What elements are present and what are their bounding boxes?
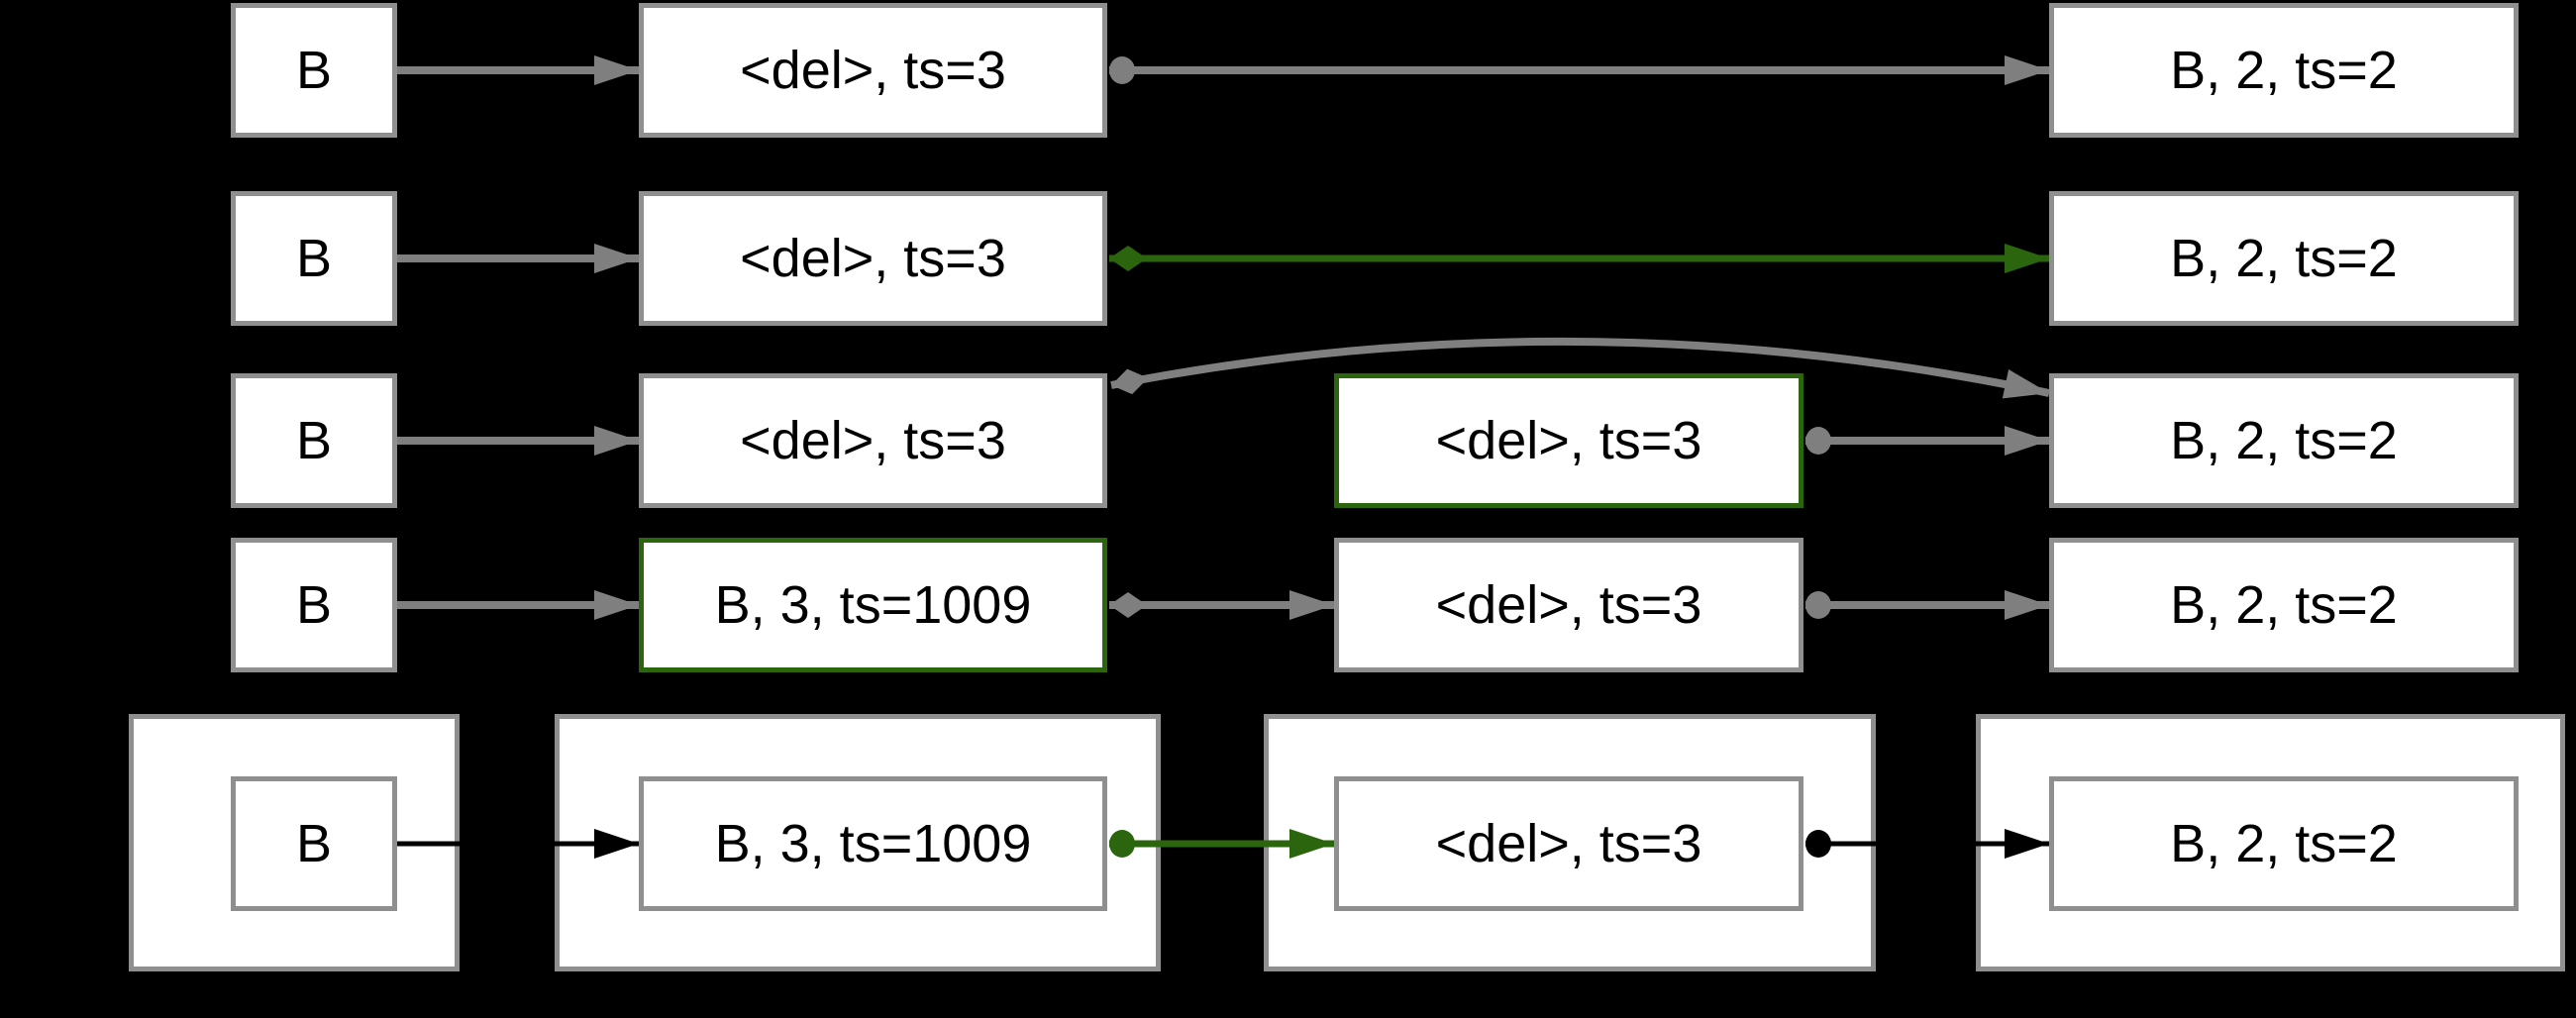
row5-old-value-label: B, 2, ts=2 <box>2170 814 2398 873</box>
row5-old-value-box: B, 2, ts=2 <box>2049 776 2519 911</box>
row4-key-label: B <box>295 575 333 635</box>
row4-new-value-label: B, 3, ts=1009 <box>714 575 1032 635</box>
row2-tombstone-box: <del>, ts=3 <box>639 191 1107 326</box>
row3-tombstone-box: <del>, ts=3 <box>639 373 1107 508</box>
row2-key-label: B <box>295 229 333 288</box>
row3-key-box: B <box>231 373 397 508</box>
row3-key-label: B <box>295 411 333 470</box>
row1-key-box: B <box>231 3 397 138</box>
row3-old-value-label: B, 2, ts=2 <box>2170 411 2398 470</box>
row4-old-value-label: B, 2, ts=2 <box>2170 575 2398 635</box>
row5-tombstone-box: <del>, ts=3 <box>1334 776 1803 911</box>
row5-key-box: B <box>231 776 397 911</box>
row3-old-value-box: B, 2, ts=2 <box>2049 373 2519 508</box>
row1-key-label: B <box>295 41 333 100</box>
row5-new-value-box: B, 3, ts=1009 <box>639 776 1107 911</box>
row5-key-label: B <box>295 814 333 873</box>
row2-old-value-label: B, 2, ts=2 <box>2170 229 2398 288</box>
row1-old-value-label: B, 2, ts=2 <box>2170 41 2398 100</box>
row1-old-value-box: B, 2, ts=2 <box>2049 3 2519 138</box>
row5-tombstone-label: <del>, ts=3 <box>1435 814 1702 873</box>
row2-key-box: B <box>231 191 397 326</box>
row4-key-box: B <box>231 538 397 672</box>
row1-tombstone-box: <del>, ts=3 <box>639 3 1107 138</box>
row3-new-tombstone-label: <del>, ts=3 <box>1435 411 1702 470</box>
row2-old-value-box: B, 2, ts=2 <box>2049 191 2519 326</box>
row3-new-tombstone-box: <del>, ts=3 <box>1334 373 1803 508</box>
row3-tombstone-label: <del>, ts=3 <box>740 411 1006 470</box>
row1-tombstone-label: <del>, ts=3 <box>740 41 1006 100</box>
row2-tombstone-label: <del>, ts=3 <box>740 229 1006 288</box>
row4-tombstone-box: <del>, ts=3 <box>1334 538 1803 672</box>
row5-new-value-label: B, 3, ts=1009 <box>714 814 1032 873</box>
row4-new-value-box: B, 3, ts=1009 <box>639 538 1107 672</box>
row4-tombstone-label: <del>, ts=3 <box>1435 575 1702 635</box>
row4-old-value-box: B, 2, ts=2 <box>2049 538 2519 672</box>
